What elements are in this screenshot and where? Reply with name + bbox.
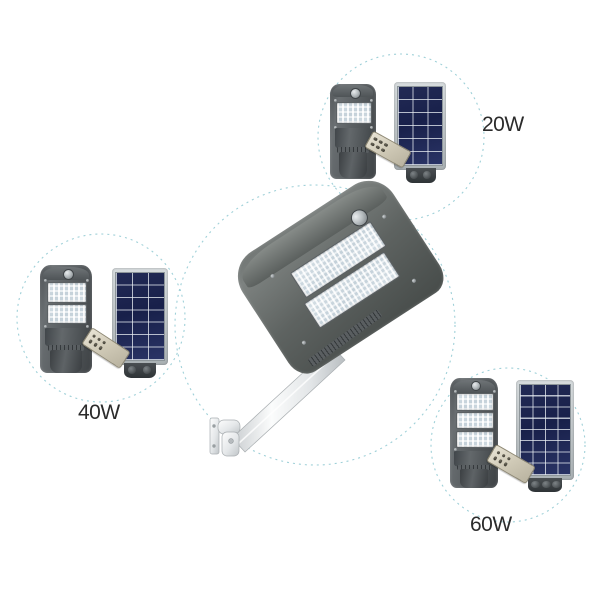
variant-60w-solar-base (528, 478, 562, 492)
variant-40w-label: 40W (78, 401, 120, 424)
variant-20w-solar-base (406, 168, 436, 183)
solar-cell-grid (519, 384, 571, 476)
bracket-pivot-bolt (228, 438, 234, 444)
variant-60w-lamp-head (450, 378, 498, 488)
solar-cell-grid (115, 271, 165, 362)
variant-40w-dashed-circle (16, 233, 186, 403)
bracket-bolt-hole (212, 424, 216, 428)
lamp-neck (454, 450, 494, 468)
screw-dot (86, 279, 90, 283)
screw-dot (44, 325, 48, 329)
heatsink-fins (47, 344, 85, 352)
variant-20w-solar-panel (394, 82, 446, 170)
base-knob (410, 171, 418, 180)
center-dashed-circle (174, 184, 456, 466)
lamp-mount-foot (459, 469, 489, 488)
led-panel (46, 303, 88, 325)
variant-40w-product-group (40, 265, 180, 380)
screw-dot (86, 325, 90, 329)
variant-20w-dashed-circle (317, 53, 485, 221)
variant-60w-label: 60W (470, 513, 512, 536)
lamp-neck (334, 127, 372, 149)
base-knob (127, 366, 137, 375)
screw-dot (453, 390, 457, 394)
screw-dot (334, 125, 338, 129)
base-knob (423, 171, 432, 180)
base-knob (142, 366, 151, 375)
variant-60w-product-group (450, 378, 585, 493)
variant-60w-dashed-circle (430, 367, 586, 523)
screw-dot (44, 279, 48, 283)
led-panel (336, 102, 372, 124)
screw-dot (370, 125, 374, 129)
heatsink-fins (457, 464, 491, 471)
bracket-bolt-hole (212, 444, 216, 448)
screw-dot (334, 99, 338, 103)
motion-sensor-icon (471, 381, 482, 392)
variant-20w-lamp-head (330, 84, 376, 179)
motion-sensor-icon (62, 268, 74, 280)
mounting-arm (231, 345, 346, 453)
screw-dot (492, 390, 496, 394)
motion-sensor-icon (350, 87, 362, 99)
heatsink-fins (337, 146, 369, 154)
solar-panel-frame (394, 82, 446, 170)
variant-40w-solar-base (124, 363, 156, 378)
led-panel (46, 282, 88, 303)
base-knob (542, 481, 552, 489)
screw-dot (453, 448, 457, 452)
variant-40w-lamp-head (40, 265, 92, 373)
base-knob (531, 481, 541, 489)
led-panel (456, 393, 494, 411)
variant-20w-label: 20W (482, 113, 524, 136)
led-panel (456, 412, 494, 430)
lamp-mount-foot (338, 152, 368, 179)
lamp-neck (44, 327, 88, 348)
screw-dot (370, 99, 374, 103)
led-panel (456, 430, 494, 449)
base-knob (552, 481, 562, 489)
wall-mount-bracket (209, 417, 241, 457)
variant-20w-product-group (330, 82, 470, 192)
lamp-mount-foot (50, 350, 82, 373)
